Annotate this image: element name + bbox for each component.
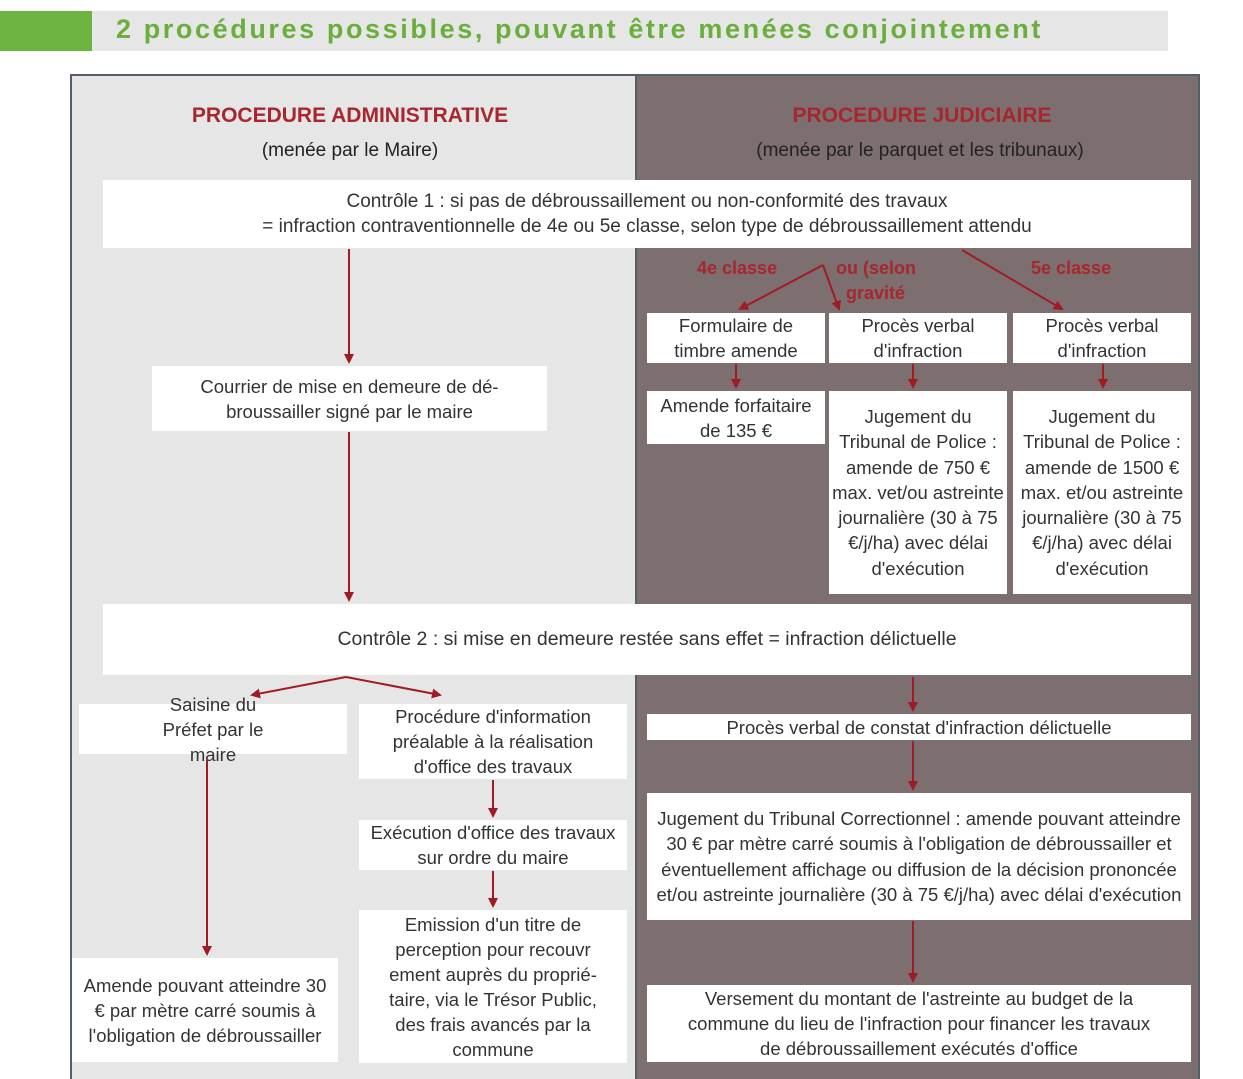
control-2-box: Contrôle 2 : si mise en demeure restée s… <box>103 604 1191 675</box>
jugement-police-box-2: Jugement du Tribunal de Police : amende … <box>1013 391 1191 594</box>
amende-forfaitaire-box: Amende forfaitaire de 135 € <box>647 391 825 444</box>
emission-box: Emission d'un titre de perception pour r… <box>359 910 627 1063</box>
amende-prefet-box: Amende pouvant atteindre 30 € par mètre … <box>72 958 338 1062</box>
class-5-label: 5e classe <box>1031 258 1112 278</box>
pv-box-1: Procès verbal d'infraction <box>829 313 1007 363</box>
pv-delictuelle-box: Procès verbal de constat d'infraction dé… <box>647 714 1191 740</box>
control-1-line-1: Contrôle 1 : si pas de débroussaillement… <box>346 191 948 212</box>
admin-title: PROCEDURE ADMINISTRATIVE <box>191 104 509 127</box>
execution-box: Exécution d'office des travaux sur ordre… <box>359 820 627 870</box>
arrow-class4 <box>738 264 824 310</box>
class-4-label: 4e classe <box>697 258 778 278</box>
formulaire-box: Formulaire de timbre amende <box>647 313 825 363</box>
control-1-box: Contrôle 1 : si pas de débroussaillement… <box>103 180 1191 248</box>
arrow-to-procedure-info <box>345 676 442 699</box>
judicial-subtitle: (menée par le parquet et les tribunaux) <box>756 140 1084 161</box>
procedure-info-box: Procédure d'information préalable à la r… <box>359 704 627 779</box>
saisine-box: Saisine du Préfet par le maire <box>79 694 347 765</box>
versement-box: Versement du montant de l'astreinte au b… <box>647 985 1191 1062</box>
judicial-title: PROCEDURE JUDICIAIRE <box>792 104 1052 127</box>
arrow-class5 <box>961 249 1064 311</box>
header-bar <box>92 11 1168 51</box>
header-accent <box>0 11 92 51</box>
jugement-correctionnel-box: Jugement du Tribunal Correctionnel : ame… <box>647 793 1191 920</box>
or-gravity-label-2: gravité <box>846 283 906 303</box>
admin-subtitle: (menée par le Maire) <box>261 140 439 161</box>
page-title: 2 procédures possibles, pouvant être men… <box>116 14 1043 44</box>
or-gravity-label-1: ou (selon <box>836 258 916 278</box>
courrier-box: Courrier de mise en demeure de dé- brous… <box>152 366 547 431</box>
control-1-line-2: = infraction contraventionnelle de 4e ou… <box>262 216 1032 237</box>
pv-box-2: Procès verbal d'infraction <box>1013 313 1191 363</box>
jugement-police-box-1: Jugement du Tribunal de Police : amende … <box>829 391 1007 594</box>
arrow-to-saisine <box>250 676 347 699</box>
arrow-or-gravity <box>822 264 841 311</box>
